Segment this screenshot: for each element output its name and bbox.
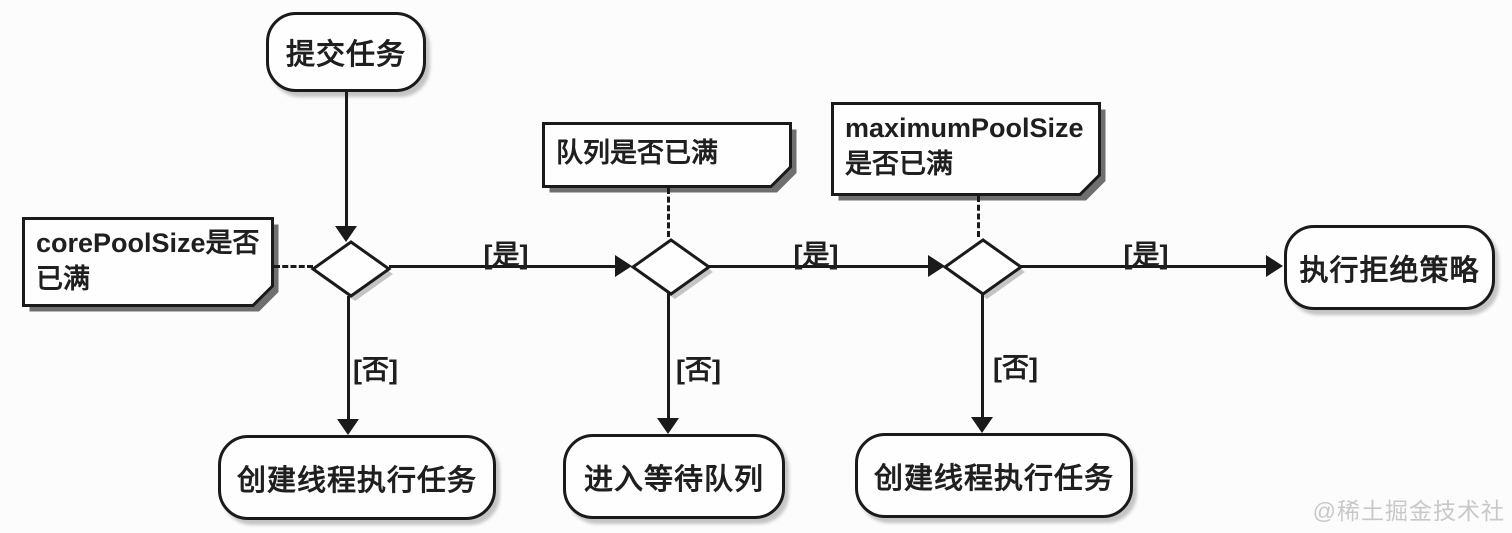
flow-line-decision1-to-decision2 xyxy=(389,265,615,268)
decision-maximum-pool-full xyxy=(942,238,1028,307)
edge-label-yes-3: [是] xyxy=(1123,240,1169,270)
arrowhead-right-2 xyxy=(928,255,945,277)
flow-line-decision3-to-reject xyxy=(1021,265,1266,268)
start-node-submit-task: 提交任务 xyxy=(266,12,426,92)
note-line: 队列是否已满 xyxy=(556,138,718,168)
edge-label-yes-1: [是] xyxy=(483,240,529,270)
watermark: @稀土掘金技术社区 xyxy=(1312,498,1505,533)
terminal-create-thread-2: 创建线程执行任务 xyxy=(855,433,1133,518)
note-queue-full-text: 队列是否已满 xyxy=(556,135,718,171)
note-queue-full: 队列是否已满 xyxy=(542,122,800,196)
diamond-shape xyxy=(942,238,1025,299)
edge-label-no-2: [否] xyxy=(676,355,721,385)
note-line: maximumPoolSize xyxy=(845,113,1084,143)
arrowhead-down-4 xyxy=(971,417,993,433)
flow-line-decision2-no xyxy=(667,293,670,418)
note-connector-dashed-2 xyxy=(667,188,670,237)
start-node-label: 提交任务 xyxy=(285,39,406,71)
decision-queue-full xyxy=(630,238,716,307)
arrowhead-down-1 xyxy=(335,226,357,242)
diamond-shape xyxy=(630,238,713,299)
note-connector-dashed-3 xyxy=(977,196,980,237)
note-shape xyxy=(542,122,797,193)
note-core-pool-size-text: corePoolSize是否 已满 xyxy=(36,225,260,297)
edge-label-no-3: [否] xyxy=(993,353,1038,383)
flow-line-start-to-decision1 xyxy=(345,92,348,226)
note-maximum-pool-size: maximumPoolSize 是否已满 xyxy=(831,102,1109,204)
edge-label-yes-2: [是] xyxy=(793,240,839,270)
terminal-label: 创建线程执行任务 xyxy=(873,462,1114,495)
note-maximum-pool-size-text: maximumPoolSize 是否已满 xyxy=(845,110,1084,182)
decision-core-pool-full xyxy=(310,240,396,309)
terminal-label: 执行拒绝策略 xyxy=(1299,254,1480,287)
terminal-label: 创建线程执行任务 xyxy=(236,464,477,497)
terminal-create-thread-1: 创建线程执行任务 xyxy=(218,435,496,520)
note-line: 已满 xyxy=(36,264,90,294)
flow-line-decision1-no xyxy=(347,296,350,419)
flow-line-decision2-to-decision3 xyxy=(709,265,928,268)
flow-line-decision3-no xyxy=(981,293,984,417)
note-line: corePoolSize是否 xyxy=(36,228,260,258)
diamond-shape xyxy=(310,240,393,301)
arrowhead-right-1 xyxy=(615,255,632,277)
note-shape xyxy=(22,217,279,312)
note-connector-dashed-1 xyxy=(274,265,313,268)
edge-label-no-1: [否] xyxy=(353,355,398,385)
terminal-reject-policy: 执行拒绝策略 xyxy=(1284,225,1495,310)
note-core-pool-size: corePoolSize是否 已满 xyxy=(22,217,282,315)
arrowhead-down-2 xyxy=(337,419,359,435)
terminal-label: 进入等待队列 xyxy=(583,463,764,496)
arrowhead-down-3 xyxy=(657,418,679,434)
arrowhead-right-3 xyxy=(1266,255,1283,277)
note-line: 是否已满 xyxy=(845,149,953,179)
terminal-enter-wait-queue: 进入等待队列 xyxy=(563,434,785,519)
note-shape xyxy=(831,102,1106,201)
